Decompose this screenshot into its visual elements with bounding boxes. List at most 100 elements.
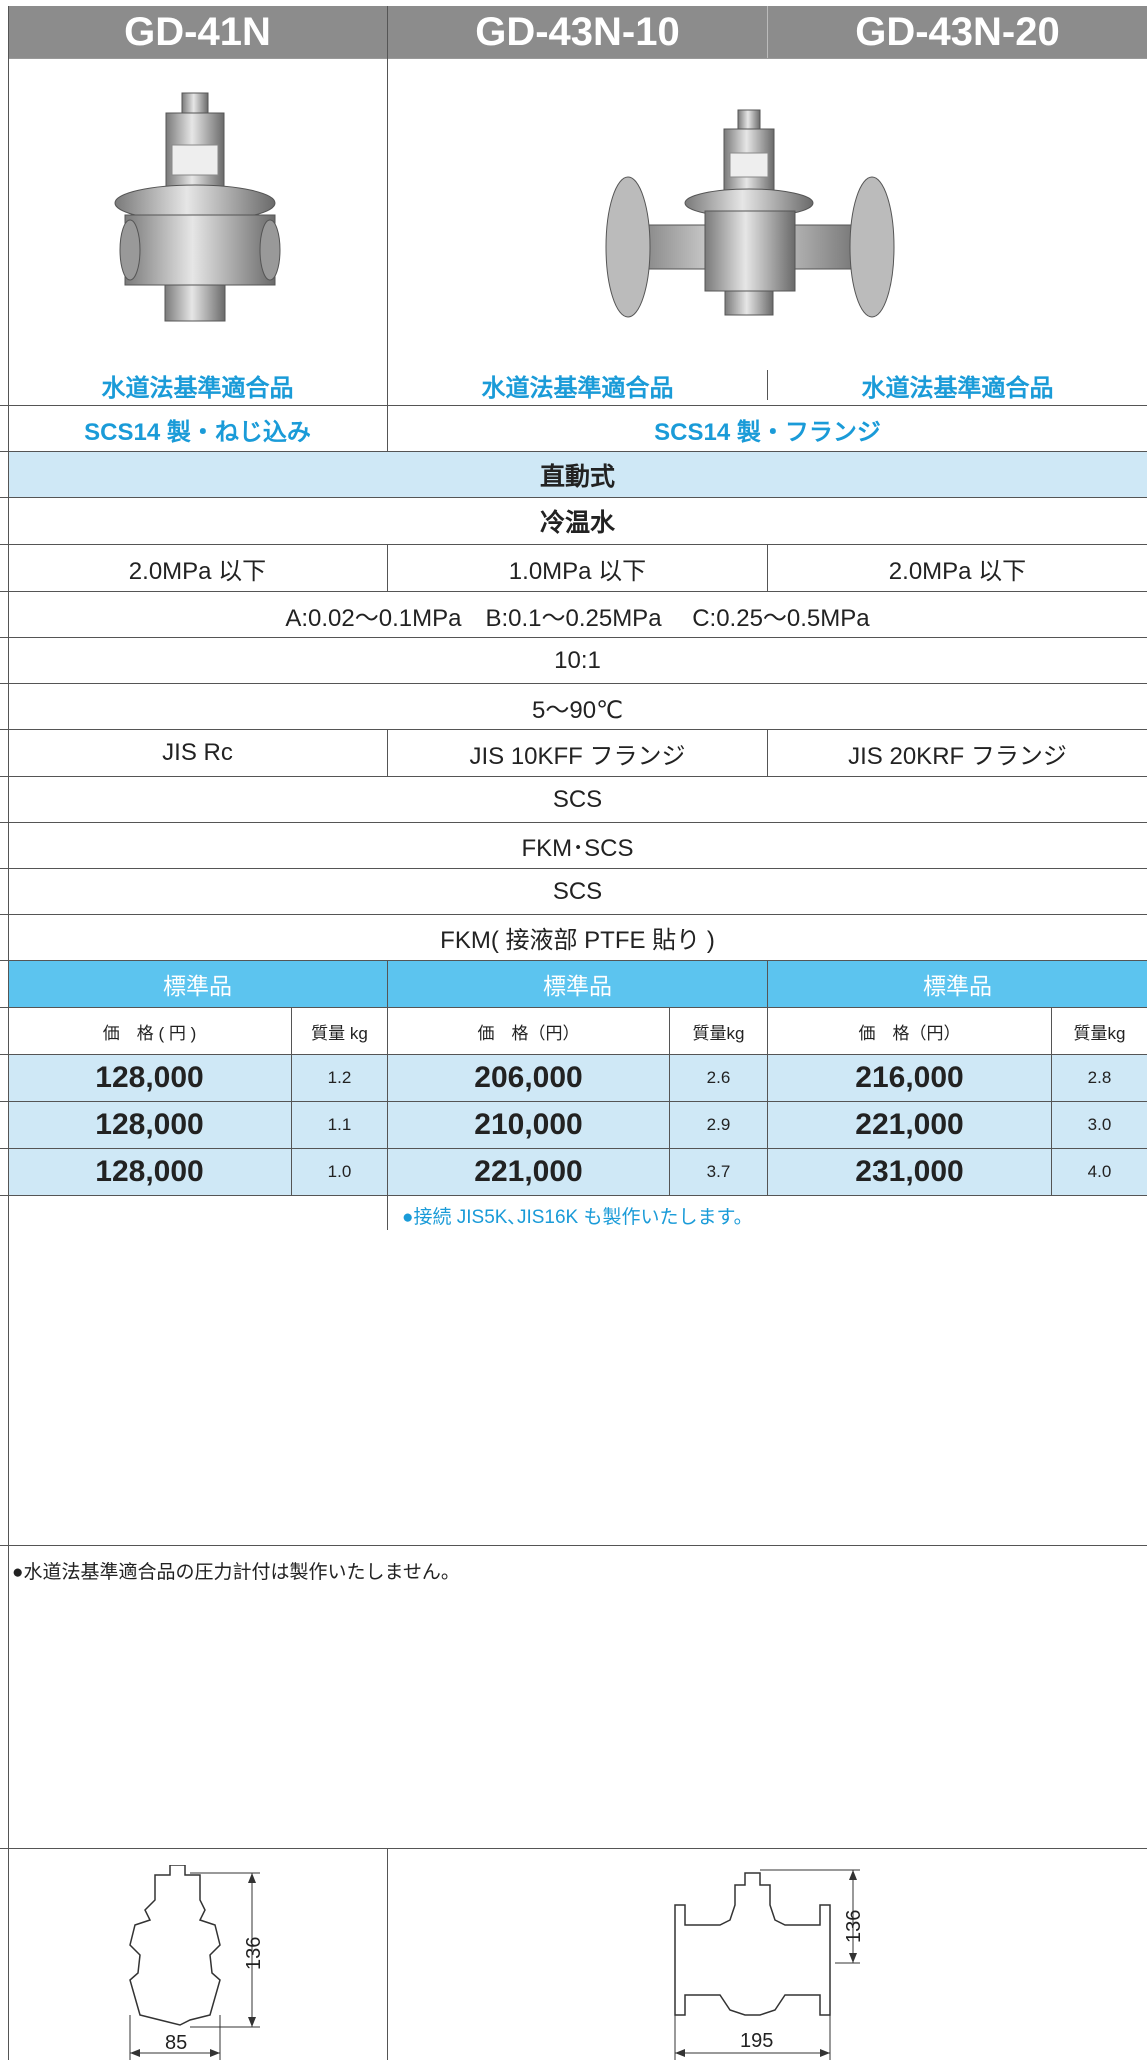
part-material: SCS: [552, 877, 603, 905]
gd41n-dimension-drawing: 136 85: [129, 1865, 265, 2060]
price-value: 128,000: [95, 1155, 204, 1188]
grid-line: [0, 868, 1147, 869]
grid-line: [0, 1007, 1147, 1008]
weight-value: 2.6: [706, 1068, 731, 1087]
gd43n-dimension-drawing: 136 195: [674, 1869, 865, 2060]
certification-label: 水道法基準適合品: [101, 374, 294, 402]
material-type: SCS14 製・フランジ: [654, 418, 881, 446]
grid-line: [0, 729, 1147, 730]
set-pressure-range: A:0.02～0.1MPa B:0.1～0.25MPa C:0.25～0.5MP…: [285, 604, 870, 632]
price-value: 210,000: [474, 1108, 583, 1141]
grid-line: [0, 451, 1147, 452]
price-value: 231,000: [855, 1155, 964, 1188]
grid-line: [669, 1007, 670, 1195]
connection-type: JIS Rc: [162, 739, 233, 766]
grid-line: [0, 1545, 1147, 1546]
grid-line: [8, 58, 1147, 59]
grid-line: [8, 6, 9, 2060]
weight-value: 3.0: [1087, 1115, 1112, 1134]
grid-line: [387, 405, 388, 451]
diaphragm-material: FKM( 接液部 PTFE 貼り ): [440, 927, 715, 954]
grid-line: [387, 960, 388, 1195]
weight-value: 1.1: [327, 1115, 352, 1134]
grid-line: [0, 591, 1147, 592]
operation-type: 直動式: [8, 452, 1147, 497]
seat-material: FKM･SCS: [521, 835, 634, 862]
max-pressure: 1.0MPa 以下: [508, 557, 647, 585]
grid-line: [767, 960, 768, 1195]
model-name: GD-43N-20: [855, 9, 1060, 54]
standard-label: 標準品: [8, 961, 387, 1007]
standard-label: 標準品: [768, 961, 1147, 1007]
temperature-range: 5～90℃: [532, 696, 623, 724]
grid-line: [767, 370, 768, 400]
price-header: 価 格（円）: [858, 1023, 961, 1043]
gd41n-product-image: [114, 92, 281, 322]
grid-line: [0, 497, 1147, 498]
fluid-type: 冷温水: [539, 508, 615, 537]
dim-width-label: 85: [165, 2032, 187, 2054]
grid-line: [0, 405, 1147, 406]
grid-line: [767, 729, 768, 776]
grid-line: [0, 544, 1147, 545]
grid-line: [0, 1054, 1147, 1055]
gauge-note: ●水道法基準適合品の圧力計付は製作いたしません。: [12, 1562, 460, 1583]
grid-line: [0, 1148, 1147, 1149]
grid-line: [387, 544, 388, 591]
price-header: 価 格（円）: [477, 1023, 580, 1043]
grid-line: [0, 637, 1147, 638]
dim-width-label: 195: [740, 2030, 773, 2052]
weight-value: 4.0: [1087, 1162, 1112, 1181]
price-value: 221,000: [855, 1108, 964, 1141]
grid-line: [387, 729, 388, 776]
certification-label: 水道法基準適合品: [481, 374, 674, 402]
grid-line: [0, 683, 1147, 684]
grid-line: [0, 1195, 1147, 1196]
weight-header: 質量kg: [1073, 1023, 1126, 1043]
weight-value: 2.9: [706, 1115, 731, 1134]
certification-label: 水道法基準適合品: [861, 374, 1054, 402]
price-value: 128,000: [95, 1108, 204, 1141]
material-type: SCS14 製・ねじ込み: [84, 418, 311, 446]
price-value: 216,000: [855, 1061, 964, 1094]
price-header: 価 格 ( 円 ): [102, 1023, 197, 1043]
model-name: GD-43N-10: [475, 9, 680, 54]
weight-header: 質量kg: [692, 1023, 745, 1043]
grid-line: [0, 960, 1147, 961]
standard-label: 標準品: [388, 961, 767, 1007]
model-name: GD-41N: [124, 9, 271, 54]
weight-value: 2.8: [1087, 1068, 1112, 1087]
grid-line: [767, 6, 768, 58]
dim-height-label: 136: [843, 1910, 865, 1943]
grid-line: [387, 1848, 388, 2060]
gd43n-product-image: [605, 109, 895, 318]
max-pressure: 2.0MPa 以下: [128, 557, 267, 585]
flange-note: ●接続 JIS5K､JIS16K も製作いたします。: [402, 1207, 753, 1228]
price-value: 206,000: [474, 1061, 583, 1094]
dim-height-label: 136: [243, 1937, 265, 1970]
weight-value: 1.2: [327, 1068, 352, 1087]
model-header-gd43n20: GD-43N-20: [768, 6, 1147, 58]
grid-line: [0, 914, 1147, 915]
body-material: SCS: [552, 785, 603, 813]
price-value: 128,000: [95, 1061, 204, 1094]
weight-value: 3.7: [706, 1162, 731, 1181]
price-value: 221,000: [474, 1155, 583, 1188]
model-header-gd41n: GD-41N: [8, 6, 387, 58]
grid-line: [0, 776, 1147, 777]
price-table-body: [8, 1055, 1147, 1195]
model-header-gd43n10: GD-43N-10: [388, 6, 767, 58]
weight-value: 1.0: [327, 1162, 352, 1181]
connection-type: JIS 10KFF フランジ: [469, 742, 686, 770]
grid-line: [291, 1007, 292, 1195]
grid-line: [0, 1848, 1147, 1849]
grid-line: [0, 822, 1147, 823]
grid-line: [0, 1101, 1147, 1102]
connection-type: JIS 20KRF フランジ: [848, 742, 1067, 770]
grid-line: [767, 544, 768, 591]
pressure-ratio: 10:1: [554, 647, 601, 674]
grid-line: [387, 1195, 388, 1230]
grid-line: [387, 6, 388, 406]
grid-line: [1051, 1007, 1052, 1195]
weight-header: 質量 kg: [311, 1023, 368, 1043]
